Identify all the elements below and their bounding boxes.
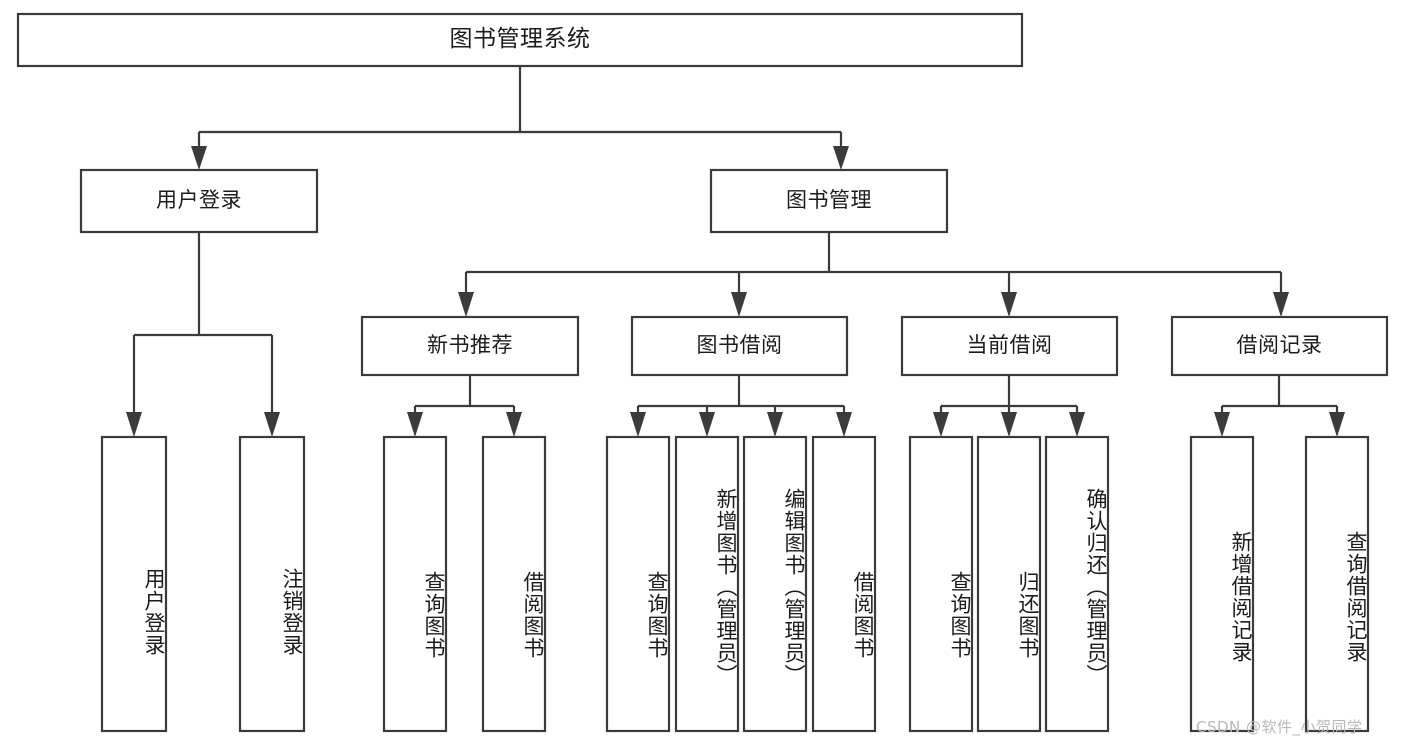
arrow-head-icon [833, 146, 849, 170]
arrow-head-icon [836, 412, 852, 437]
node-box-borrow-record[interactable] [1170, 315, 1389, 377]
arrow-head-icon [506, 412, 522, 437]
node-box-user-login[interactable] [79, 168, 319, 234]
node-box-leaf-query-record[interactable] [1304, 435, 1370, 733]
node-box-leaf-confirm-return[interactable] [1044, 435, 1110, 733]
connector-borrowrecord-to-leaves [1214, 375, 1345, 437]
arrow-head-icon [767, 412, 783, 437]
node-box-book-manage[interactable] [709, 168, 949, 234]
node-box-leaf-query-book-2[interactable] [605, 435, 671, 733]
arrow-head-icon [1214, 412, 1230, 437]
arrow-head-icon [1069, 412, 1085, 437]
arrow-head-icon [630, 412, 646, 437]
arrow-head-icon [699, 412, 715, 437]
node-box-leaf-query-book-1[interactable] [382, 435, 448, 733]
connector-bookmanage-to-level3 [458, 232, 1289, 317]
node-box-new-book-recommend[interactable] [360, 315, 580, 377]
node-box-leaf-borrow-book-1[interactable] [481, 435, 547, 733]
connector-bookborrow-to-leaves [630, 375, 852, 437]
arrow-head-icon [933, 412, 949, 437]
node-box-leaf-add-book[interactable] [674, 435, 740, 733]
connector-newbook-to-leaves [407, 375, 522, 437]
arrow-head-icon [126, 412, 142, 437]
node-box-leaf-borrow-book-2[interactable] [811, 435, 877, 733]
arrow-head-icon [191, 146, 207, 170]
arrow-head-icon [731, 292, 747, 317]
node-box-leaf-add-record[interactable] [1189, 435, 1255, 733]
node-box-book-borrow[interactable] [630, 315, 849, 377]
arrow-head-icon [407, 412, 423, 437]
node-box-leaf-query-book-3[interactable] [908, 435, 974, 733]
connector-root-to-level2 [191, 66, 849, 170]
node-box-leaf-return-book[interactable] [976, 435, 1042, 733]
node-box-leaf-user-login[interactable] [100, 435, 168, 733]
arrow-head-icon [1273, 292, 1289, 317]
node-box-leaf-logout[interactable] [238, 435, 306, 733]
arrow-head-icon [1001, 292, 1017, 317]
arrow-head-icon [1001, 412, 1017, 437]
node-box-root[interactable] [16, 12, 1024, 68]
arrow-head-icon [1329, 412, 1345, 437]
arrow-head-icon [264, 412, 280, 437]
connector-userlogin-to-leaves [126, 232, 280, 437]
node-box-current-borrow[interactable] [900, 315, 1119, 377]
arrow-head-icon [458, 292, 474, 317]
node-box-leaf-edit-book[interactable] [742, 435, 808, 733]
connector-currentborrow-to-leaves [933, 375, 1085, 437]
